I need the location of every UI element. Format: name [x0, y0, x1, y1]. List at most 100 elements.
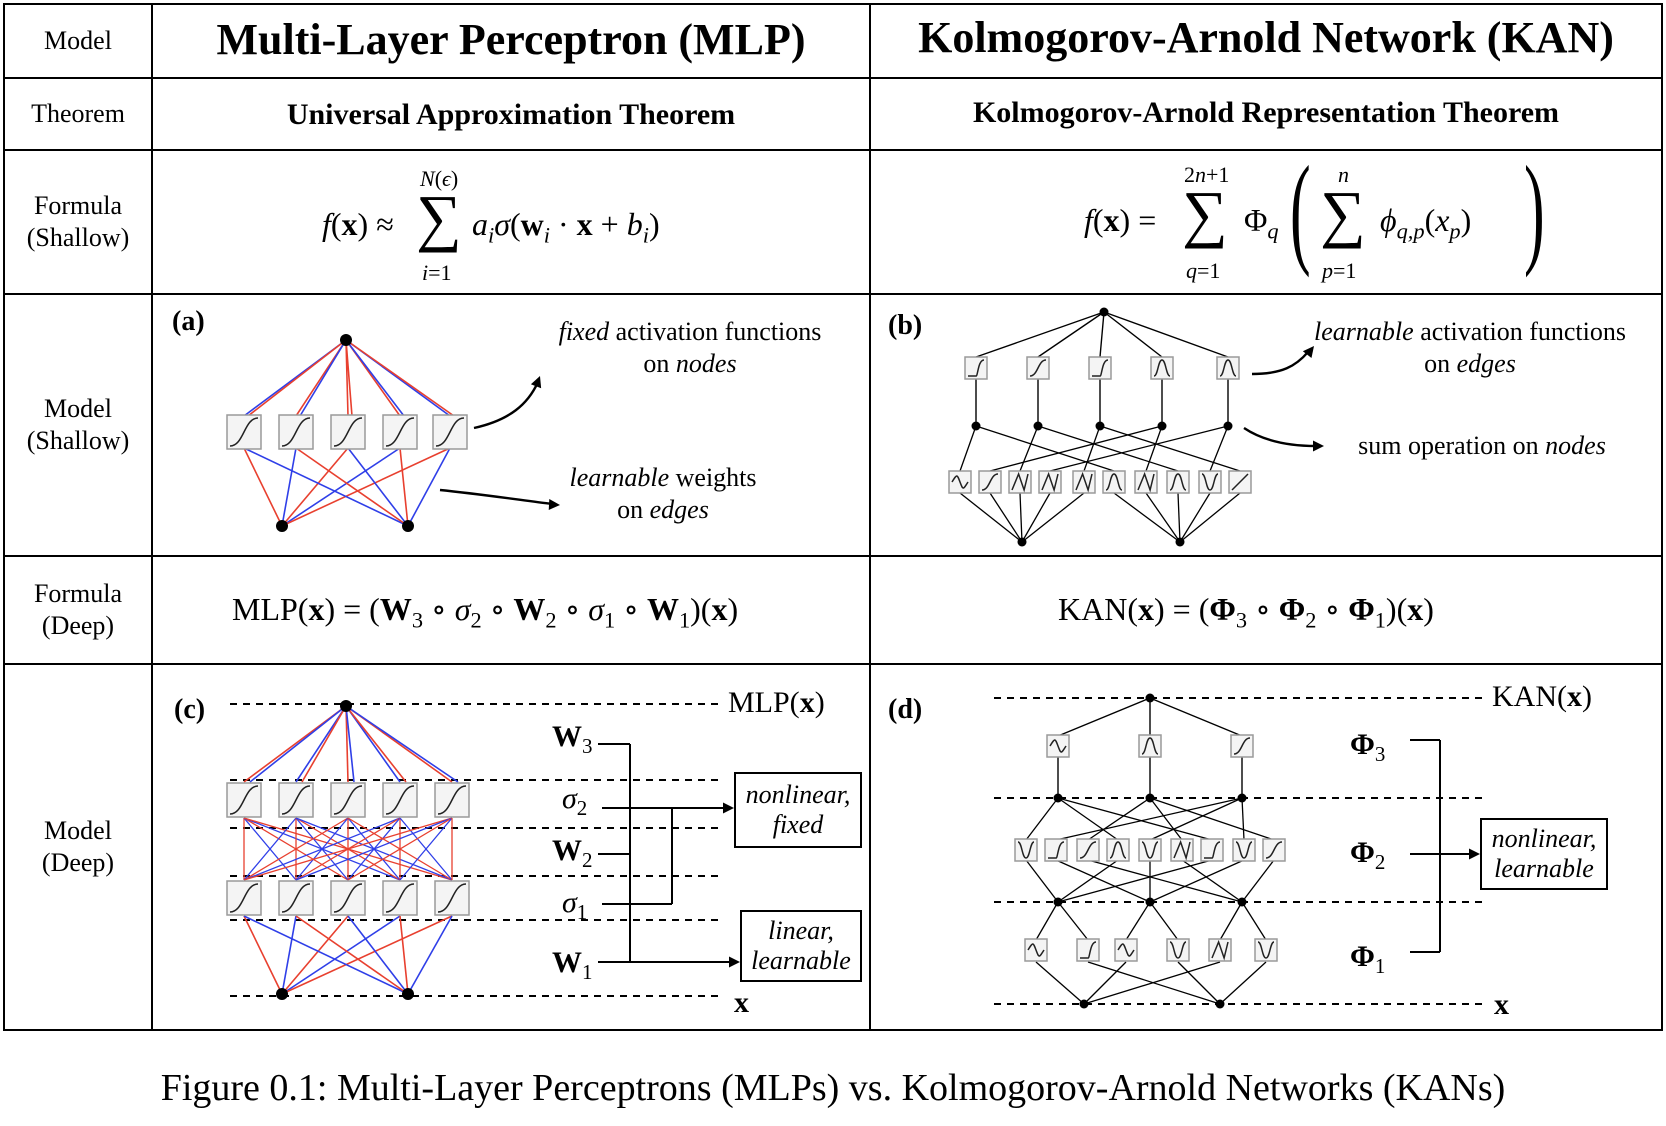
- nonlinear-learnable-arrow: [1469, 848, 1480, 860]
- W3-edge: [345, 705, 355, 783]
- activation-curve: [1027, 943, 1045, 957]
- kan-layer-Phi1: Φ1: [1350, 940, 1386, 978]
- W3-edge: [345, 705, 349, 783]
- edge: [1057, 797, 1119, 841]
- output-node: [340, 334, 352, 346]
- edge: [1025, 859, 1059, 903]
- W1-edge: [281, 915, 297, 995]
- annotation-arrows: [439, 346, 1324, 510]
- mlp-deep-formula: MLP(x) = (W3 ∘ σ2 ∘ W2 ∘ σ1 ∘ W1)(x): [232, 591, 739, 633]
- W1-edge: [399, 915, 409, 995]
- activation-curve: [1080, 941, 1097, 959]
- kan-sum-arrow: [1243, 427, 1317, 448]
- activation-curve: [1257, 941, 1275, 959]
- activation-curve: [1211, 939, 1229, 961]
- row-label-formula-deep: Formula(Deep): [33, 579, 123, 640]
- input-node: [402, 520, 414, 532]
- input-weight-edge: [281, 447, 349, 527]
- mlp-linear-box: linear,learnable: [740, 910, 862, 982]
- input-weight-edge: [281, 447, 297, 527]
- sum-node: [1145, 897, 1155, 907]
- W3-edge: [249, 705, 347, 783]
- W1-edge: [407, 915, 453, 995]
- activation-curve: [981, 473, 999, 491]
- activation-curve: [437, 785, 467, 815]
- edge: [1087, 859, 1243, 903]
- W1-edge: [243, 915, 409, 995]
- input-weight-edge: [243, 447, 283, 527]
- edge: [1083, 961, 1127, 1005]
- edge: [1241, 797, 1245, 841]
- activation-curve: [229, 785, 259, 815]
- mlp-input-label: x: [734, 986, 749, 1019]
- edge: [959, 425, 977, 472]
- edge: [1219, 901, 1243, 941]
- activation-curve: [385, 417, 415, 447]
- activation-curve: [1041, 471, 1059, 493]
- W1-edge: [281, 915, 453, 995]
- nodes-arrow: [473, 381, 540, 430]
- panel-label-c: (c): [174, 694, 206, 725]
- W2-edge: [243, 817, 453, 881]
- sum-node: [1237, 793, 1247, 803]
- mlp-nonlinear-box: nonlinear,fixed: [734, 772, 862, 848]
- activation-curve: [968, 359, 985, 377]
- activation-curve: [1117, 943, 1135, 957]
- edge: [1149, 797, 1183, 841]
- activation-curve: [1169, 941, 1187, 959]
- mlp-shallow-formula: f(x) ≈ N(ϵ) ∑ i=1 aiσ(wi · x + bi): [322, 166, 660, 285]
- edge: [1083, 961, 1221, 1005]
- W3-edge: [301, 705, 347, 783]
- activation-curve: [1049, 739, 1067, 753]
- edge: [1055, 797, 1243, 841]
- activation-curve: [1265, 841, 1283, 859]
- kan-edge-annotation: learnable activation functions on edges: [1314, 317, 1626, 378]
- activation-curve: [281, 785, 311, 815]
- activation-curve: [1141, 841, 1159, 859]
- activation-curve: [333, 883, 363, 913]
- edge-activation-box: [1008, 470, 1032, 494]
- edge: [1037, 425, 1179, 472]
- edge: [1149, 697, 1243, 737]
- output-sum-node: [1099, 307, 1109, 317]
- activation-curve: [435, 417, 465, 447]
- mlp-shallow-diagram: [226, 334, 468, 532]
- output-weight-edge: [345, 339, 405, 417]
- activation-curve: [1231, 473, 1249, 491]
- hidden-sum-node: [1095, 421, 1105, 431]
- edge: [1021, 492, 1051, 543]
- activation-curve: [1204, 841, 1221, 859]
- output-sum-node: [1145, 693, 1155, 703]
- hidden-sum-node: [1157, 421, 1167, 431]
- edge: [1019, 425, 1039, 472]
- edge: [1019, 492, 1023, 543]
- W2-edge: [347, 817, 453, 881]
- activation-curve: [1105, 473, 1123, 491]
- kan-shallow-formula: f(x) = 2n+1 ∑ q=1 Φq ( n ∑ p=1 ϕq,p(xp) …: [1084, 141, 1545, 284]
- activation-curve: [1092, 359, 1109, 377]
- edge: [1145, 425, 1163, 472]
- edge: [1035, 901, 1059, 941]
- W2-edge: [243, 817, 401, 881]
- nodes-arrow-head: [530, 376, 542, 389]
- activation-curve: [1079, 841, 1097, 859]
- edge: [1057, 859, 1119, 903]
- edge: [975, 425, 1115, 472]
- kan-sum-arrow-head: [1313, 440, 1324, 452]
- edge: [1149, 797, 1243, 841]
- mlp-edge-annotation: learnable weights on edges: [569, 463, 757, 524]
- input-node: [1079, 999, 1089, 1009]
- edge: [1025, 797, 1059, 841]
- mlp-layer-W3: W3: [552, 720, 593, 758]
- linear-arrow: [729, 956, 740, 968]
- kan-edges-arrow: [1251, 351, 1309, 376]
- kan-deep-diagram: [994, 693, 1482, 1009]
- row-label-model-deep: Model(Deep): [41, 816, 115, 877]
- activation-curve: [1169, 473, 1187, 491]
- hidden-sum-node: [1033, 421, 1043, 431]
- edge: [1099, 311, 1105, 358]
- mlp-layer-W2: W2: [552, 834, 593, 872]
- row-label-formula-shallow: Formula(Shallow): [26, 191, 130, 252]
- edge: [989, 425, 1163, 472]
- edge: [989, 492, 1023, 543]
